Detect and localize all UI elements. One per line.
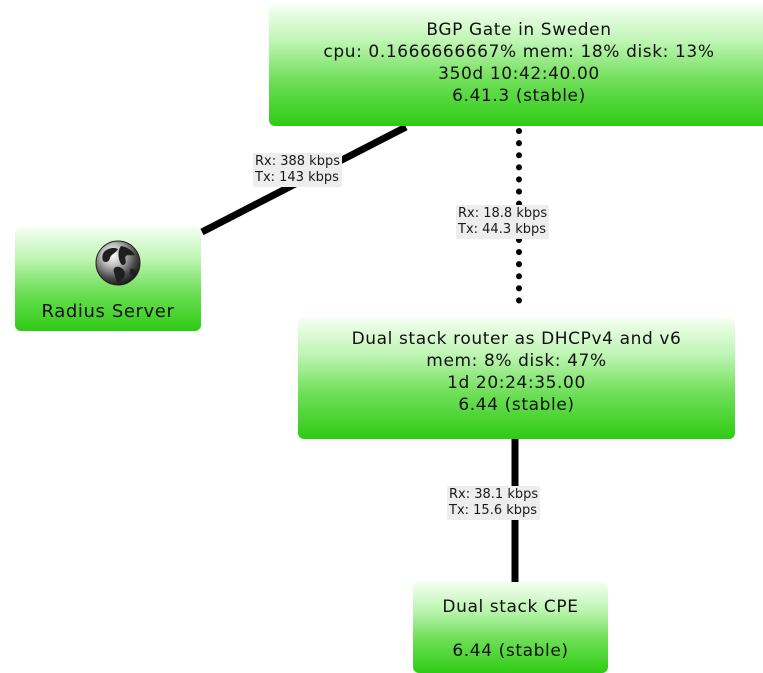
link-label-dual-cpe: Rx: 38.1 kbps Tx: 15.6 kbps — [447, 486, 541, 520]
tx-rate: Tx: 15.6 kbps — [449, 503, 538, 518]
node-stats: cpu: 0.1666666667% mem: 18% disk: 13% — [323, 42, 715, 62]
node-version: 6.44 (stable) — [452, 641, 569, 661]
node-dual-stack-cpe[interactable]: Dual stack CPE 6.44 (stable) — [413, 582, 608, 673]
rx-rate: Rx: 18.8 kbps — [458, 206, 548, 221]
node-spacer — [413, 618, 608, 640]
node-title: Dual stack CPE — [442, 597, 579, 617]
node-radius-server[interactable]: Radius Server — [15, 227, 201, 331]
globe-icon — [95, 240, 141, 286]
node-title: Radius Server — [41, 301, 175, 322]
node-uptime: 350d 10:42:40.00 — [438, 64, 600, 84]
link-label-bgp-radius: Rx: 388 kbps Tx: 143 kbps — [253, 153, 342, 187]
node-stats: mem: 8% disk: 47% — [426, 351, 607, 371]
link-label-bgp-dual: Rx: 18.8 kbps Tx: 44.3 kbps — [456, 205, 550, 239]
node-title: BGP Gate in Sweden — [426, 20, 612, 40]
tx-rate: Tx: 44.3 kbps — [458, 222, 547, 237]
tx-rate: Tx: 143 kbps — [255, 170, 339, 185]
node-bgp-gate[interactable]: BGP Gate in Sweden cpu: 0.1666666667% me… — [269, 5, 763, 126]
node-dual-stack-router[interactable]: Dual stack router as DHCPv4 and v6 mem: … — [298, 318, 735, 439]
node-version: 6.41.3 (stable) — [452, 86, 586, 106]
rx-rate: Rx: 388 kbps — [255, 154, 340, 169]
node-version: 6.44 (stable) — [458, 395, 575, 415]
node-title: Dual stack router as DHCPv4 and v6 — [351, 329, 682, 349]
node-uptime: 1d 20:24:35.00 — [447, 373, 586, 393]
rx-rate: Rx: 38.1 kbps — [449, 487, 539, 502]
